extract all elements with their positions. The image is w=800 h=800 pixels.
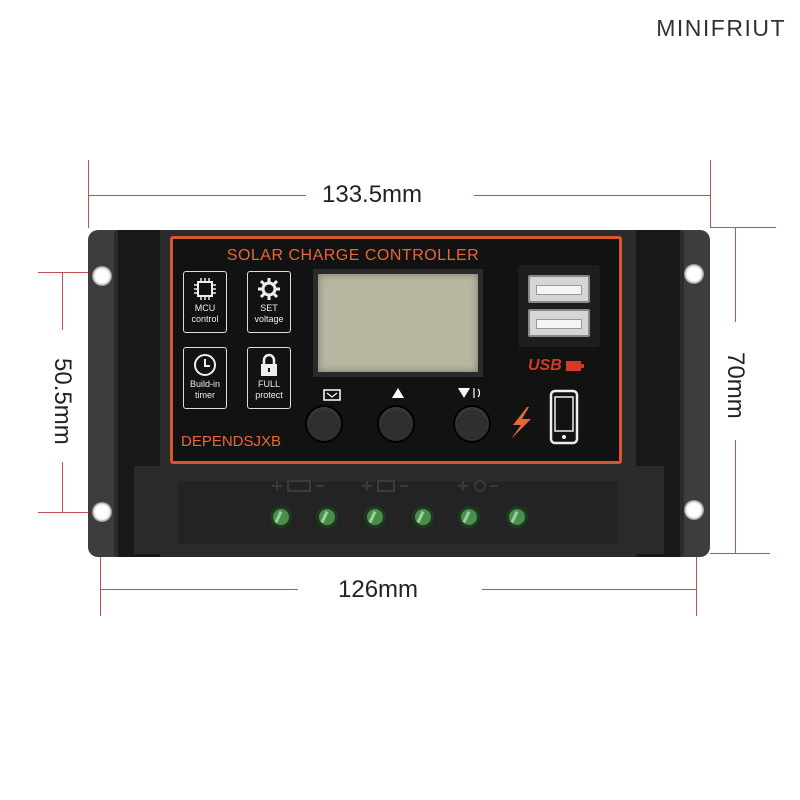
terminal-battery-negative[interactable] xyxy=(412,506,434,528)
gear-icon xyxy=(258,278,280,300)
terminal-load-negative[interactable] xyxy=(506,506,528,528)
dim-mount-width: 126mm xyxy=(338,576,419,603)
feature-build-in-timer: Build-in timer xyxy=(183,347,227,409)
solar-charge-controller: SOLAR CHARGE CONTROLLER MCU control SET … xyxy=(88,230,710,557)
dim-line-overall-height-top xyxy=(735,227,736,322)
down-arrow-icon xyxy=(455,387,485,402)
phone-icon xyxy=(549,389,579,445)
watermark: MINIFRIUT xyxy=(656,15,786,41)
chip-icon xyxy=(194,278,216,300)
menu-button[interactable] xyxy=(305,405,343,443)
usb-ports xyxy=(518,265,600,347)
dim-extension-right-top xyxy=(710,227,776,228)
lock-icon xyxy=(261,353,277,376)
dim-extension-bottom-right xyxy=(696,530,697,616)
front-panel: SOLAR CHARGE CONTROLLER MCU control SET … xyxy=(170,236,622,464)
usb-port-1[interactable] xyxy=(528,275,590,303)
feature-label-line2: control xyxy=(191,314,219,324)
feature-full-protect: FULL protect xyxy=(247,347,291,409)
dim-line-overall-width-right xyxy=(474,195,710,196)
mount-hole-bottom-left xyxy=(92,502,112,522)
dim-extension-left-top xyxy=(38,272,100,273)
terminal-solar-negative[interactable] xyxy=(316,506,338,528)
terminal-block xyxy=(134,466,664,554)
battery-icon xyxy=(566,360,585,371)
dim-overall-height: 70mm xyxy=(722,352,749,419)
dim-extension-left-bottom xyxy=(38,512,100,513)
feature-label-line2: protect xyxy=(255,390,283,400)
dim-line-mount-width-right xyxy=(482,589,696,590)
down-button[interactable] xyxy=(453,405,491,443)
feature-label-line2: voltage xyxy=(254,314,284,324)
mount-hole-bottom-right xyxy=(684,500,704,520)
feature-label-line1: SET xyxy=(260,303,278,313)
dim-extension-right xyxy=(710,160,711,228)
feature-mcu-control: MCU control xyxy=(183,271,227,333)
dim-line-mount-height-bottom xyxy=(62,462,63,512)
dim-mount-height: 50.5mm xyxy=(49,358,76,445)
usb-port-2[interactable] xyxy=(528,309,590,337)
mount-hole-top-left xyxy=(92,266,112,286)
terminal-load-positive[interactable] xyxy=(458,506,480,528)
mount-hole-top-right xyxy=(684,264,704,284)
usb-label: USB xyxy=(528,357,585,375)
dim-extension-bottom-left xyxy=(100,530,101,616)
terminal-symbols xyxy=(272,480,498,492)
feature-set-voltage: SET voltage xyxy=(247,271,291,333)
dim-line-overall-height-bottom xyxy=(735,440,736,553)
lcd-display xyxy=(313,269,483,377)
dim-extension-left xyxy=(88,160,89,228)
panel-title: SOLAR CHARGE CONTROLLER xyxy=(226,247,480,264)
dim-overall-width: 133.5mm xyxy=(322,181,423,208)
feature-label-line1: Build-in xyxy=(189,379,220,389)
lightning-icon xyxy=(511,407,531,439)
up-arrow-icon xyxy=(383,387,413,402)
terminal-solar-positive[interactable] xyxy=(270,506,292,528)
menu-icon xyxy=(317,389,347,404)
dim-line-mount-height-top xyxy=(62,272,63,330)
up-button[interactable] xyxy=(377,405,415,443)
feature-label-line1: MCU xyxy=(194,303,216,313)
feature-label-line1: FULL xyxy=(257,379,280,389)
clock-icon xyxy=(194,354,216,376)
dim-extension-right-bottom xyxy=(710,553,770,554)
dim-line-overall-width-left xyxy=(88,195,306,196)
terminal-block-inner xyxy=(178,482,618,544)
terminal-battery-positive[interactable] xyxy=(364,506,386,528)
feature-label-line2: timer xyxy=(195,390,215,400)
dim-line-mount-width-left xyxy=(100,589,298,590)
brand-name: DEPENDSJXB xyxy=(181,433,282,450)
